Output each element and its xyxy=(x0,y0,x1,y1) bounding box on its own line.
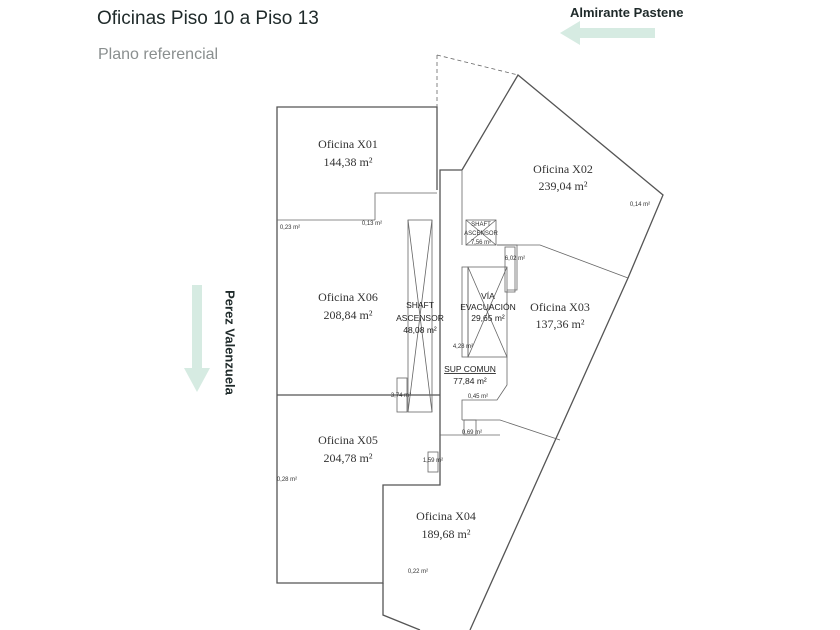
via-label: VÍA xyxy=(481,291,495,301)
via-label2: EVACUACIÓN xyxy=(460,302,516,312)
via-evacuacion: VÍA EVACUACIÓN 29,65 m² xyxy=(460,266,516,358)
page-title: Oficinas Piso 10 a Piso 13 xyxy=(97,8,319,29)
street-label-top: Almirante Pastene xyxy=(570,5,684,20)
shaft-main-label2: ASCENSOR xyxy=(396,313,444,323)
area-label: 0,13 m² xyxy=(362,221,382,227)
sup-comun-area: 77,84 m² xyxy=(453,376,487,386)
area-label: 0,28 m² xyxy=(277,477,297,483)
office-x02-name: Oficina X02 xyxy=(533,162,593,176)
sup-comun-label: SUP COMUN xyxy=(444,364,496,374)
office-x06-name: Oficina X06 xyxy=(318,290,378,304)
office-x05-area: 204,78 m² xyxy=(324,451,373,465)
area-label: 3,74 m² xyxy=(391,393,411,399)
area-label: 4,28 m² xyxy=(453,344,473,350)
shaft-small-area: 7,56 m² xyxy=(471,240,491,246)
shaft-main-area: 48,08 m² xyxy=(403,325,437,335)
small-fixtures xyxy=(396,246,516,473)
arrow-down-icon xyxy=(184,285,210,392)
area-label: 1,59 m² xyxy=(423,458,443,464)
office-x05-name: Oficina X05 xyxy=(318,433,378,447)
page-subtitle: Plano referencial xyxy=(98,46,219,63)
office-x03-name: Oficina X03 xyxy=(530,300,590,314)
area-label: 0,69 m² xyxy=(462,430,482,436)
area-label: 0,45 m² xyxy=(468,394,488,400)
shaft-small: SHAFT ASCENSOR 7,56 m² xyxy=(464,219,498,246)
arrow-left-icon xyxy=(560,21,655,45)
area-label: 0,14 m² xyxy=(630,202,650,208)
sup-comun: SUP COMUN 77,84 m² xyxy=(444,364,496,386)
shaft-small-label2: ASCENSOR xyxy=(464,231,498,237)
office-x06-area: 208,84 m² xyxy=(324,308,373,322)
shaft-main-label: SHAFT xyxy=(406,300,434,310)
area-label: 6,02 m² xyxy=(505,256,525,262)
area-label: 0,23 m² xyxy=(280,225,300,231)
via-area: 29,65 m² xyxy=(471,313,505,323)
area-label: 0,22 m² xyxy=(408,569,428,575)
office-x02-area: 239,04 m² xyxy=(539,179,588,193)
shaft-small-label: SHAFT xyxy=(471,222,491,228)
office-x04-area: 189,68 m² xyxy=(422,527,471,541)
office-x03-area: 137,36 m² xyxy=(536,317,585,331)
office-x04-name: Oficina X04 xyxy=(416,509,476,523)
office-x01-name: Oficina X01 xyxy=(318,137,378,151)
shaft-main: SHAFT ASCENSOR 48,08 m² xyxy=(396,219,444,413)
office-x01-area: 144,38 m² xyxy=(324,155,373,169)
